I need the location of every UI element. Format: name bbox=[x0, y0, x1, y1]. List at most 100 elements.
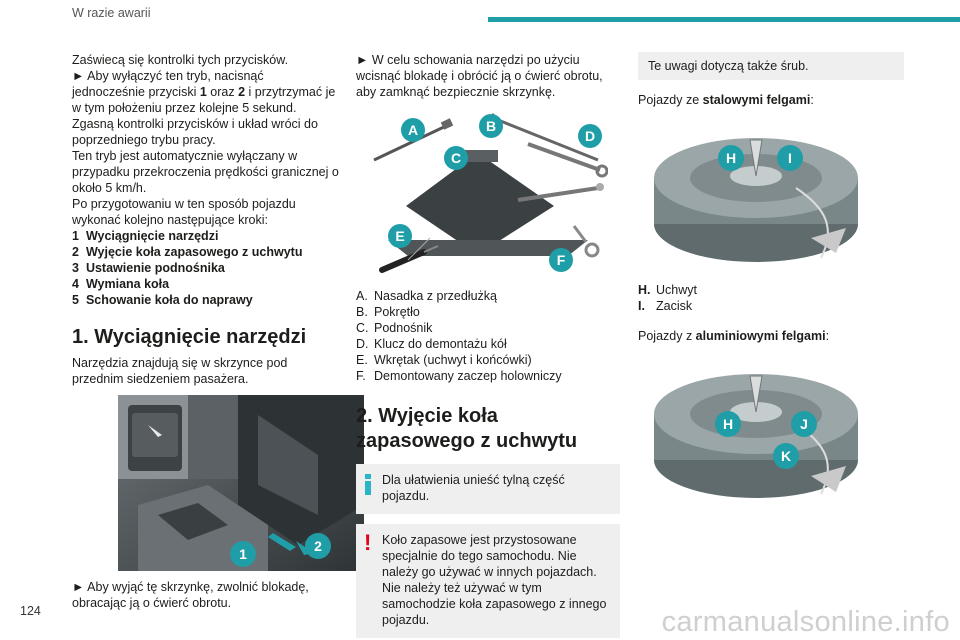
step-text: Ustawienie podnośnika bbox=[85, 261, 225, 275]
list-item: 4 Wymiana koła bbox=[72, 276, 340, 292]
intro-line: Zaświecą się kontrolki tych przycisków. bbox=[72, 53, 289, 67]
callout-2-badge bbox=[305, 533, 331, 559]
steps-list: 1 Wyciągnięcie narzędzi 2 Wyjęcie koła zap… bbox=[72, 228, 340, 308]
heading-spare-wheel: 2. Wyjęcie koła zapasowego z uchwytu bbox=[356, 405, 578, 452]
list-item: C. Podnośnik bbox=[356, 320, 620, 336]
callout-e-label: E bbox=[395, 228, 404, 244]
list-item: 3 Ustawienie podnośnika bbox=[72, 260, 340, 276]
toolbox-illustration: 1 2 bbox=[118, 395, 364, 571]
callout-b-label: B bbox=[486, 118, 496, 134]
tools-kit-illustration: A B C D E F bbox=[368, 110, 608, 276]
info-icon bbox=[365, 474, 371, 495]
list-item: B. Pokrętło bbox=[356, 304, 620, 320]
legend-key: B. bbox=[356, 305, 368, 319]
callout-k-label: K bbox=[781, 448, 791, 464]
callout-c-badge bbox=[444, 146, 468, 170]
alu-rims-text: Pojazdy z aluminiowymi felgami: bbox=[638, 328, 904, 344]
legend-value: Wkrętak (uchwyt i końcówki) bbox=[374, 353, 532, 367]
bullet-remove-box: ► Aby wyjąć tę skrzynkę, zwolnić blokadę… bbox=[72, 580, 309, 610]
toolbox-illustration-svg: 1 2 bbox=[118, 395, 364, 571]
callout-c-label: C bbox=[451, 150, 461, 166]
page-header: W razie awarii bbox=[0, 0, 960, 34]
steel-rims-text: Pojazdy ze stalowymi felgami: bbox=[638, 92, 904, 108]
callout-h-label: H bbox=[726, 150, 736, 166]
callout-2-label: 2 bbox=[314, 538, 322, 554]
bullet1-post: i przytrzymać je w tym położeniu przez k… bbox=[72, 85, 336, 115]
legend-key: F. bbox=[356, 369, 366, 383]
callout-i-label: I bbox=[788, 150, 792, 166]
list-item: I.Zacisk bbox=[638, 298, 904, 314]
list-item: D. Klucz do demontażu kół bbox=[356, 336, 620, 352]
tools-legend: A.Nasadka z przedłużką B. Pokrętło C. Podn… bbox=[356, 288, 620, 384]
callout-j-label: J bbox=[800, 416, 808, 432]
steel-wheel-illustration-svg: H I bbox=[654, 138, 858, 262]
list-item: A.Nasadka z przedłużką bbox=[356, 288, 620, 304]
auto-off-text: Ten tryb jest automatycznie wyłączany w … bbox=[72, 149, 339, 195]
bullet1-mid: oraz bbox=[206, 85, 239, 99]
bullet1-key1: 1 bbox=[199, 85, 207, 99]
watermark: carmanualsonline.info bbox=[661, 606, 950, 638]
warning-note-text-2: Nie należy też używać w tym samochodzie … bbox=[382, 581, 607, 627]
callout-f-label: F bbox=[557, 252, 566, 268]
step-text: Wymiana koła bbox=[85, 277, 170, 291]
bullet-disable-mode: ► Aby wyłączyć ten tryb, nacisnąć jednoc… bbox=[72, 68, 340, 116]
warning-note-text-1: Koło zapasowe jest przystosowane specjal… bbox=[382, 533, 597, 579]
callout-1-badge bbox=[230, 541, 256, 567]
callout-a-label: A bbox=[408, 122, 418, 138]
step-num: 3 bbox=[72, 261, 79, 275]
tools-location-text: Narzędzia znajdują się w skrzynce pod pr… bbox=[72, 356, 288, 386]
legend-value: Podnośnik bbox=[374, 321, 433, 335]
legend-key: H. bbox=[638, 283, 651, 297]
prep-text: Po przygotowaniu w ten sposób pojazdu wy… bbox=[72, 197, 296, 227]
alu-pre: Pojazdy z bbox=[638, 329, 696, 343]
column-left: Zaświecą się kontrolki tych przycisków. … bbox=[72, 52, 364, 611]
alu-wheel-illustration: H J K bbox=[646, 364, 878, 512]
step-num: 5 bbox=[72, 293, 79, 307]
callout-d-badge bbox=[578, 124, 602, 148]
steel-wheel-illustration: H I bbox=[646, 128, 878, 268]
column-right: Te uwagi dotyczą także śrub. Pojazdy ze … bbox=[638, 52, 904, 512]
heading-tools: 1. Wyciągnięcie narzędzi bbox=[72, 326, 307, 348]
alu-bold: aluminiowymi felgami bbox=[695, 329, 826, 343]
step-num: 1 bbox=[72, 229, 79, 243]
step-num: 2 bbox=[72, 245, 79, 259]
callout-e-badge bbox=[388, 224, 412, 248]
legend-value: Pokrętło bbox=[374, 305, 420, 319]
callout-h2-label: H bbox=[723, 416, 733, 432]
column-middle: ► W celu schowania narzędzi po użyciu wc… bbox=[356, 52, 620, 638]
callout-d-label: D bbox=[585, 128, 595, 144]
callout-k-badge bbox=[773, 443, 799, 469]
legend-key: C. bbox=[356, 321, 369, 335]
legend-key: A. bbox=[356, 289, 368, 303]
legend-value: Demontowany zaczep holowniczy bbox=[374, 369, 562, 383]
warning-note: ! Koło zapasowe jest przystosowane specj… bbox=[356, 524, 620, 638]
steel-bold: stalowymi felgami bbox=[702, 93, 811, 107]
legend-key: D. bbox=[356, 337, 369, 351]
list-item: 1 Wyciągnięcie narzędzi bbox=[72, 228, 340, 244]
callout-h2-badge bbox=[715, 411, 741, 437]
step-num: 4 bbox=[72, 277, 79, 291]
callout-f-badge bbox=[549, 248, 573, 272]
list-item: 2 Wyjęcie koła zapasowego z uchwytu bbox=[72, 244, 340, 260]
callout-j-badge bbox=[791, 411, 817, 437]
legend-key: E. bbox=[356, 353, 368, 367]
section-name: W razie awarii bbox=[72, 6, 151, 20]
step-text: Wyjęcie koła zapasowego z uchwytu bbox=[85, 245, 303, 259]
callout-a-badge bbox=[401, 118, 425, 142]
list-item: H.Uchwyt bbox=[638, 282, 904, 298]
step-text: Wyciągnięcie narzędzi bbox=[85, 229, 219, 243]
legend-value: Zacisk bbox=[656, 299, 693, 313]
list-item: E. Wkrętak (uchwyt i końcówki) bbox=[356, 352, 620, 368]
alu-wheel-illustration-svg: H J K bbox=[654, 374, 858, 498]
alu-post: : bbox=[825, 329, 830, 343]
legend-value: Klucz do demontażu kół bbox=[374, 337, 507, 351]
steel-pre: Pojazdy ze bbox=[638, 93, 703, 107]
tools-kit-illustration-svg: A B C D E F bbox=[373, 112, 608, 273]
callout-h-badge bbox=[718, 145, 744, 171]
list-item: F. Demontowany zaczep holowniczy bbox=[356, 368, 620, 384]
header-accent-bar bbox=[488, 17, 960, 22]
callout-1-label: 1 bbox=[239, 546, 247, 562]
bullet1-pre: ► Aby wyłączyć ten tryb, nacisnąć jednoc… bbox=[72, 69, 264, 99]
lights-off-text: Zgasną kontrolki przycisków i układ wróc… bbox=[72, 117, 318, 147]
callout-b-badge bbox=[479, 114, 503, 138]
